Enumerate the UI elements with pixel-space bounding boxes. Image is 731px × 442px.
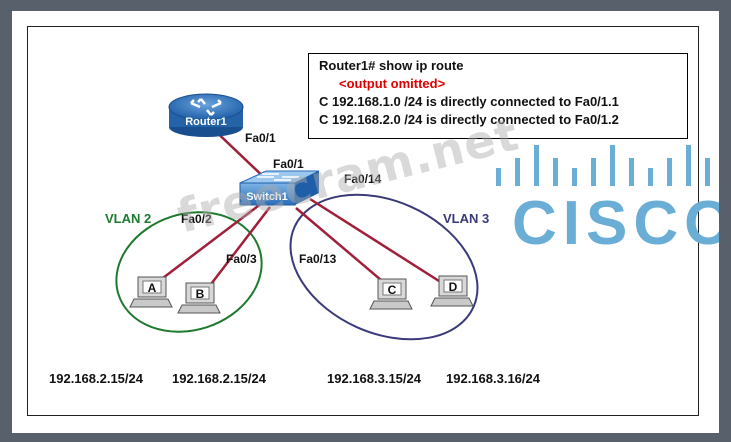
- logo-bar: [667, 158, 672, 186]
- router-port-label: Fa0/1: [245, 131, 276, 145]
- network-diagram: CISCO: [49, 93, 719, 386]
- router-icon: Router1: [168, 93, 244, 137]
- host-a-label: A: [148, 281, 157, 295]
- host-a-ip: 192.168.2.15/24: [49, 371, 144, 386]
- routing-table-box: Router1# show ip route <output omitted> …: [308, 53, 688, 139]
- host-a: A: [129, 276, 173, 308]
- diagram-card: CISCO: [12, 11, 719, 433]
- host-c-ip: 192.168.3.15/24: [327, 371, 422, 386]
- diagram-frame: [27, 26, 699, 416]
- routing-omitted-note: <output omitted>: [339, 76, 446, 91]
- host-c: C: [369, 278, 413, 310]
- logo-bar: [648, 168, 653, 186]
- logo-bar: [534, 145, 539, 186]
- host-b-label: B: [196, 287, 205, 301]
- vlan2-ellipse: [115, 211, 263, 333]
- logo-bar: [572, 168, 577, 186]
- logo-bar: [496, 168, 501, 186]
- logo-bar: [591, 158, 596, 186]
- logo-bar: [610, 145, 615, 186]
- logo-bar: [705, 158, 710, 186]
- host-d-label: D: [449, 280, 458, 294]
- link-fa0-14: [309, 197, 451, 290]
- vlan2-label: VLAN 2: [105, 211, 151, 226]
- logo-bar: [553, 158, 558, 186]
- port-fa0-3-label: Fa0/3: [226, 252, 257, 266]
- vlan3-ellipse: [289, 193, 479, 341]
- switch-label: Switch1: [246, 191, 288, 203]
- link-fa0-2: [154, 202, 263, 285]
- host-d: D: [430, 275, 474, 307]
- logo-bar: [686, 145, 691, 186]
- logo-text: CISCO: [512, 189, 719, 258]
- switch-uplink-label: Fa0/1: [273, 157, 304, 171]
- host-c-label: C: [388, 283, 397, 297]
- routing-entry: C 192.168.1.0 /24 is directly connected …: [319, 94, 619, 109]
- port-fa0-13-label: Fa0/13: [299, 252, 337, 266]
- host-d-ip: 192.168.3.16/24: [446, 371, 541, 386]
- switch-icon: Switch1: [239, 170, 320, 206]
- router-label: Router1: [185, 116, 227, 128]
- logo-bar: [515, 158, 520, 186]
- host-b-ip: 192.168.2.15/24: [172, 371, 267, 386]
- port-fa0-2-label: Fa0/2: [181, 212, 212, 226]
- link-fa0-3: [204, 206, 271, 293]
- routing-command: Router1# show ip route: [319, 58, 464, 73]
- logo-bar: [629, 158, 634, 186]
- cisco-logo: CISCO: [496, 145, 719, 258]
- port-fa0-14-label: Fa0/14: [344, 172, 382, 186]
- host-b: B: [177, 282, 221, 314]
- vlan3-label: VLAN 3: [443, 211, 489, 226]
- routing-entry: C 192.168.2.0 /24 is directly connected …: [319, 112, 619, 127]
- link-fa0-13: [295, 207, 395, 292]
